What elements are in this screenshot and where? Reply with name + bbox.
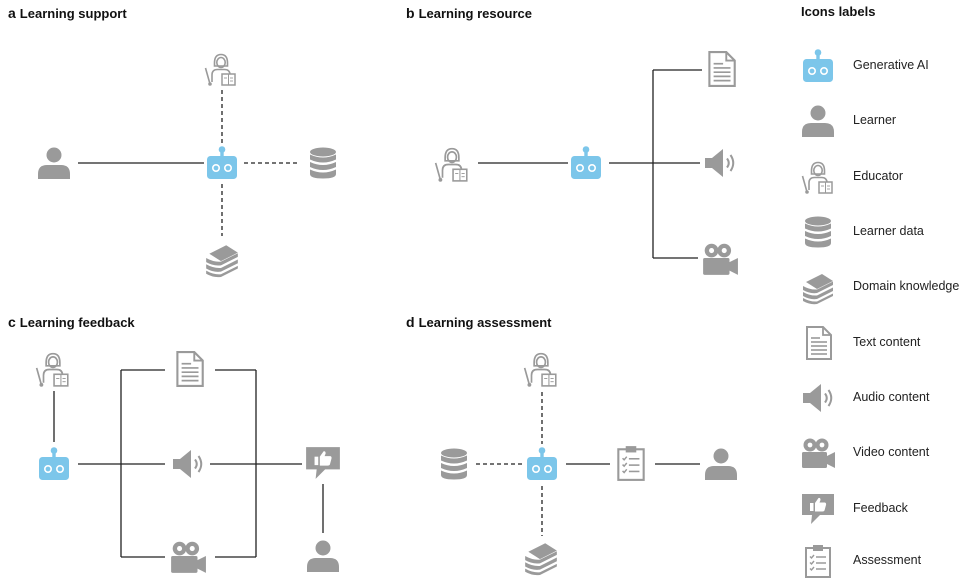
person-icon bbox=[38, 147, 70, 179]
legend-item-text-content: Text content bbox=[800, 325, 963, 361]
books-icon bbox=[206, 245, 238, 278]
document-icon bbox=[806, 326, 832, 360]
robot-icon bbox=[206, 145, 238, 180]
panel-a-diagram bbox=[78, 90, 300, 236]
speaker-icon bbox=[802, 383, 833, 413]
legend-label: Learner data bbox=[853, 224, 924, 238]
legend-item-feedback: Feedback bbox=[800, 491, 963, 527]
robot-icon bbox=[526, 446, 558, 481]
legend-item-audio-content: Audio content bbox=[800, 380, 963, 416]
panel-title-text: Learning support bbox=[19, 6, 127, 21]
legend-label: Feedback bbox=[853, 501, 908, 515]
legend-label: Generative AI bbox=[853, 58, 929, 72]
speaker-icon bbox=[704, 148, 735, 178]
legend-label: Audio content bbox=[853, 390, 930, 404]
books-icon bbox=[525, 543, 557, 576]
educator-icon bbox=[204, 53, 236, 87]
speaker-icon bbox=[172, 449, 203, 479]
panel-b-diagram bbox=[478, 69, 702, 259]
panel-d-diagram bbox=[476, 392, 700, 536]
video-camera-icon bbox=[802, 438, 835, 468]
database-icon bbox=[310, 147, 336, 179]
panel-c-diagram bbox=[53, 369, 324, 558]
panel-letter: a bbox=[8, 5, 16, 21]
legend-label: Assessment bbox=[853, 553, 922, 567]
panel-letter: b bbox=[406, 5, 415, 21]
database-icon bbox=[805, 216, 831, 248]
panel-title-text: Learning feedback bbox=[19, 315, 135, 330]
video-camera-icon bbox=[171, 541, 206, 573]
legend-label: Text content bbox=[853, 335, 921, 349]
legend-item-educator: Educator bbox=[800, 159, 963, 195]
feedback-icon bbox=[802, 494, 834, 524]
video-camera-icon bbox=[703, 243, 738, 275]
legend-item-learner: Learner bbox=[800, 103, 963, 139]
legend-item-video-content: Video content bbox=[800, 435, 963, 471]
educator-icon bbox=[523, 352, 557, 388]
legend-label: Learner bbox=[853, 113, 897, 127]
legend-item-generative-ai: Generative AI bbox=[800, 48, 963, 84]
panel-title-text: Learning resource bbox=[418, 6, 532, 21]
legend-label: Domain knowledge bbox=[853, 279, 960, 293]
robot-icon bbox=[38, 446, 70, 481]
books-icon bbox=[803, 274, 833, 305]
educator-icon bbox=[35, 352, 69, 388]
educator-icon bbox=[801, 161, 833, 195]
person-icon bbox=[705, 448, 737, 480]
legend-item-domain-knowledge: Domain knowledge bbox=[800, 269, 963, 305]
feedback-icon bbox=[306, 447, 340, 479]
panel-letter: d bbox=[406, 314, 415, 330]
document-icon bbox=[708, 51, 736, 87]
panel-letter: c bbox=[8, 314, 16, 330]
person-icon bbox=[307, 540, 339, 572]
legend-item-learner-data: Learner data bbox=[800, 214, 963, 250]
panel-title-text: Learning assessment bbox=[418, 315, 552, 330]
robot-icon bbox=[802, 48, 834, 83]
person-icon bbox=[802, 105, 834, 137]
educator-icon bbox=[434, 147, 468, 183]
legend-title: Icons labels bbox=[801, 4, 876, 19]
legend-label: Video content bbox=[853, 445, 930, 459]
document-icon bbox=[176, 351, 204, 387]
legend-item-assessment: Assessment bbox=[800, 543, 963, 579]
database-icon bbox=[441, 448, 467, 480]
legend-label: Educator bbox=[853, 169, 904, 183]
robot-icon bbox=[570, 145, 602, 180]
assessment-icon bbox=[617, 445, 645, 481]
assessment-icon bbox=[805, 544, 831, 578]
